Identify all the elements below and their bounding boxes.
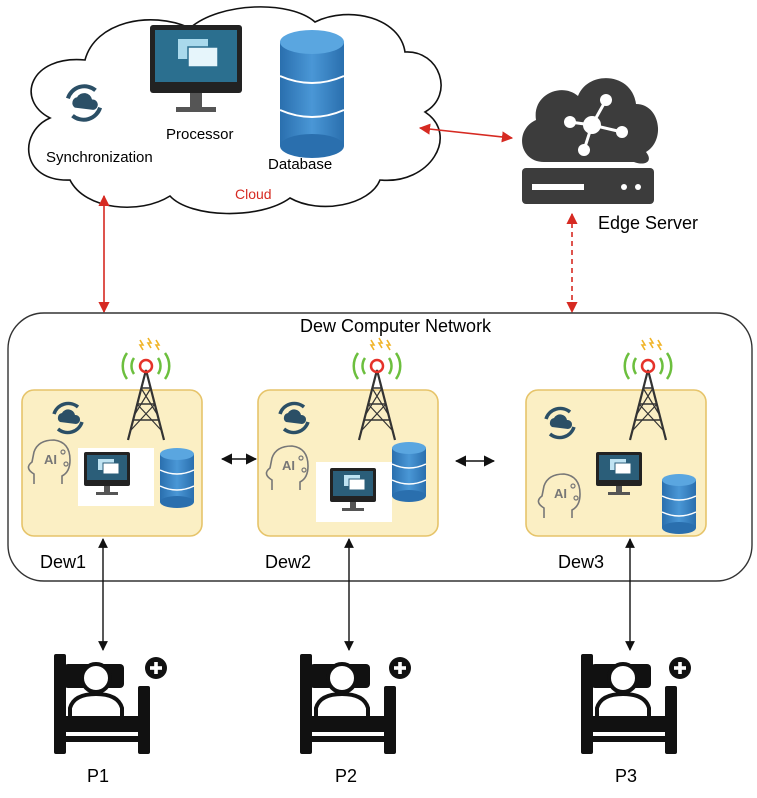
dew2-label: Dew2 bbox=[265, 552, 312, 572]
plus-icon-3 bbox=[669, 657, 691, 679]
synchronization-label: Synchronization bbox=[46, 149, 153, 166]
patient-bed-icon-3 bbox=[579, 652, 679, 756]
dew-node-3 bbox=[525, 336, 707, 537]
edge-server-label: Edge Server bbox=[598, 213, 699, 233]
dew1-label: Dew1 bbox=[40, 552, 87, 572]
database-icon bbox=[391, 441, 427, 503]
processor-monitor-icon bbox=[150, 25, 242, 112]
dew-network-frame bbox=[7, 312, 753, 582]
cloud-database-icon bbox=[279, 30, 345, 158]
dew3-label: Dew3 bbox=[558, 552, 605, 572]
patient-bed-icon-1 bbox=[52, 652, 152, 756]
dew-network-title: Dew Computer Network bbox=[300, 316, 492, 336]
edge-server-icon bbox=[522, 78, 659, 204]
patient-2-label: P2 bbox=[335, 766, 358, 786]
dew-node-1 bbox=[21, 336, 203, 537]
plus-icon-2 bbox=[389, 657, 411, 679]
patient-bed-icon-2 bbox=[298, 652, 398, 756]
patient-3-label: P3 bbox=[615, 766, 638, 786]
dew-node-2 bbox=[257, 336, 439, 537]
database-icon bbox=[661, 473, 697, 535]
cloud-edge-arrow bbox=[418, 123, 514, 143]
database-icon bbox=[159, 447, 195, 509]
database-label: Database bbox=[268, 156, 333, 173]
cloud-label: Cloud bbox=[235, 186, 272, 202]
plus-icon-1 bbox=[145, 657, 167, 679]
processor-label: Processor bbox=[166, 126, 234, 143]
patient-1-label: P1 bbox=[87, 766, 110, 786]
cloud-group bbox=[27, 6, 442, 215]
